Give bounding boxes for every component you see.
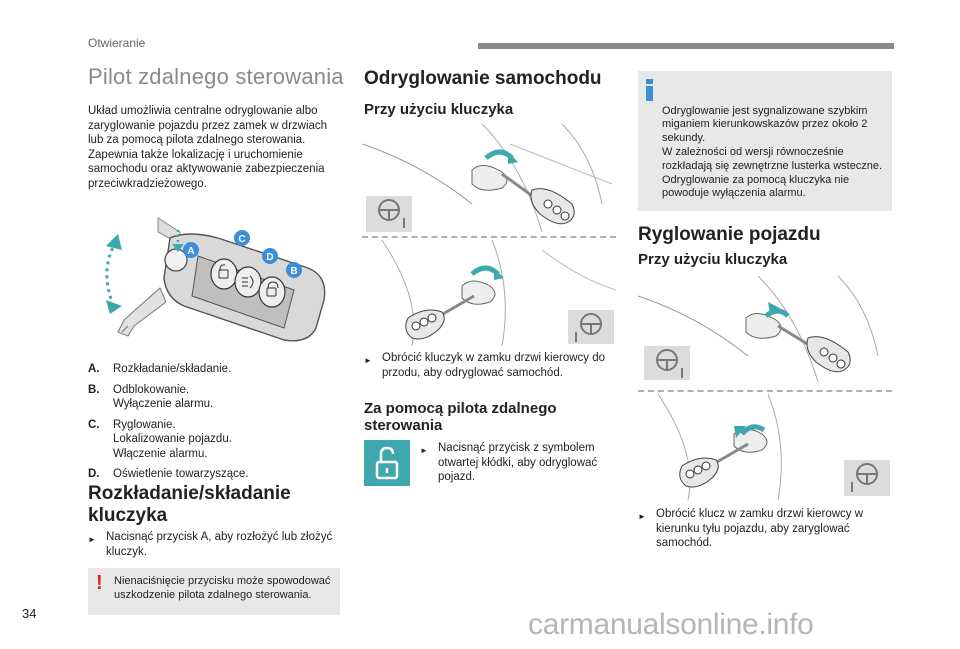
section-label: Otwieranie <box>88 36 146 50</box>
rotate-arrow-icon <box>764 308 790 318</box>
bullet-icon: ► <box>88 535 96 544</box>
unlock-key-illustration-2 <box>381 240 616 346</box>
fold-heading: Rozkładanie/składanie kluczyka <box>88 483 291 526</box>
unlock-key-illustration-1 <box>362 124 613 232</box>
svg-text:A: A <box>187 246 194 257</box>
info-note: Odryglowanie jest sygnalizowane szybkim … <box>638 71 892 211</box>
key-fob-icon <box>679 442 749 488</box>
rotate-arrow-icon <box>105 241 118 303</box>
key-fob-icon <box>501 172 575 225</box>
callout-a <box>183 242 199 258</box>
page-title: Pilot zdalnego sterowania <box>88 64 344 89</box>
unlock-key-instruction: ► Obrócić kluczyk w zamku drzwi kierowcy… <box>364 352 606 379</box>
unlock-key-subheading: Przy użyciu kluczyka <box>364 101 514 118</box>
svg-text:D: D <box>266 252 273 263</box>
info-icon <box>646 79 653 101</box>
bullet-icon: ► <box>638 512 646 521</box>
callout-d <box>262 248 278 264</box>
intro-text: Układ umożliwia centralne odryglowanie a… <box>88 105 328 190</box>
definition-c: C. Ryglowanie. Lokalizowanie pojazdu. Wł… <box>88 418 232 460</box>
unlock-remote-instruction: ► Nacisnąć przycisk z symbolem otwartej … <box>420 442 598 483</box>
unlock-remote-subheading: Za pomocą pilota zdalnego sterowania <box>364 400 557 434</box>
unlock-heading: Odryglowanie samochodu <box>364 68 602 89</box>
definition-d: D. Oświetlenie towarzyszące. <box>88 468 249 480</box>
lock-key-subheading: Przy użyciu kluczyka <box>638 251 788 268</box>
key-fob-icon <box>210 258 286 308</box>
lock-key-illustration-2 <box>657 394 890 500</box>
button-definitions: A. Rozkładanie/składanie. B. Odblokowani… <box>88 362 338 488</box>
definition-a: A. Rozkładanie/składanie. <box>88 363 232 375</box>
watermark: carmanualsonline.info <box>528 608 814 641</box>
rotate-arrow-icon <box>740 424 766 436</box>
svg-text:C: C <box>238 234 245 245</box>
callout-b <box>286 262 302 278</box>
definition-b: B. Odblokowanie. Wyłączenie alarmu. <box>88 383 214 411</box>
fold-instruction: ► Nacisnąć przycisk A, aby rozłożyć lub … <box>88 531 333 558</box>
bullet-icon: ► <box>364 356 372 365</box>
lock-key-illustration-1 <box>638 276 879 382</box>
page-number: 34 <box>22 606 37 621</box>
key-fob-illustration: A C D B <box>105 217 326 342</box>
svg-text:B: B <box>290 266 297 277</box>
illustration-separator <box>638 390 892 392</box>
lock-key-instruction: ► Obrócić klucz w zamku drzwi kierowcy w… <box>638 508 864 549</box>
warning-icon: ! <box>96 572 103 594</box>
key-fob-icon <box>777 324 851 373</box>
callout-c <box>234 230 250 246</box>
open-padlock-badge <box>364 440 410 486</box>
open-padlock-icon <box>375 446 399 480</box>
warning-note: ! Nienaciśnięcie przycisku może spowodow… <box>88 568 340 615</box>
header-bar <box>478 43 894 49</box>
lock-heading: Ryglowanie pojazdu <box>638 224 821 245</box>
illustration-separator <box>362 236 616 238</box>
key-fob-icon <box>405 294 475 340</box>
bullet-icon: ► <box>420 446 428 455</box>
